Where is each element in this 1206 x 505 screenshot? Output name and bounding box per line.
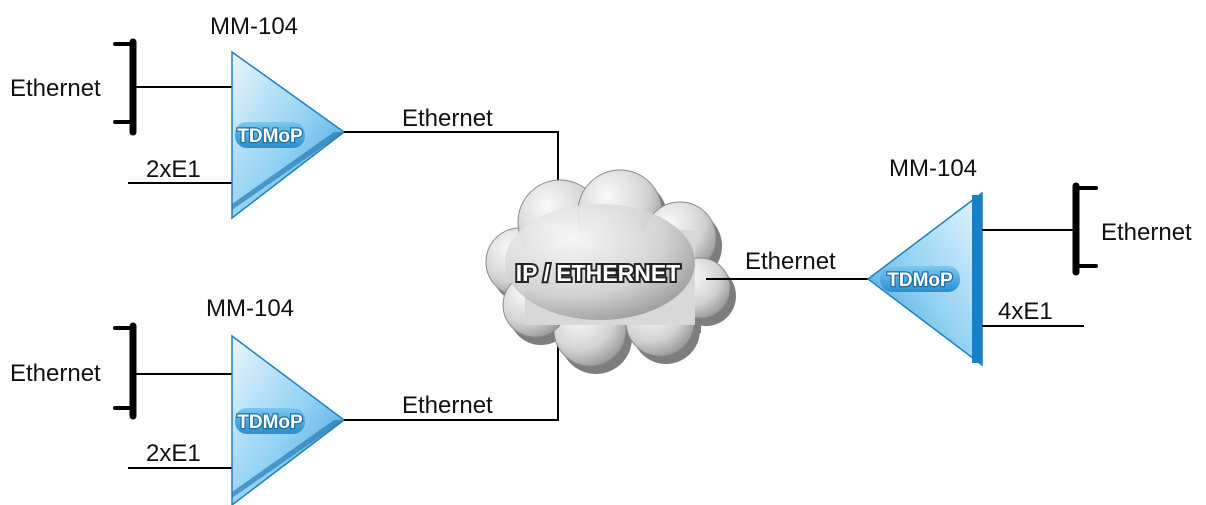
uplink-label: Ethernet <box>402 392 493 419</box>
ethernet-bus-icon <box>113 38 137 136</box>
device-model-label: MM-104 <box>210 13 298 40</box>
tdmop-badge-label: TDMoP <box>887 270 953 291</box>
tdmop-badge <box>880 266 960 292</box>
tdmop-badge-label: TDMoP <box>237 126 303 147</box>
uplink-link <box>344 335 559 421</box>
uplink-link <box>344 131 559 192</box>
tdm-label: 2xE1 <box>146 156 201 183</box>
tdmop-badge <box>235 122 305 148</box>
lan-label: Ethernet <box>10 75 101 102</box>
ethernet-bus-icon <box>113 322 137 420</box>
device-bottom-left: MM-104 Ethernet 2xE1 TDMoP Ethernet <box>10 295 559 505</box>
lan-label: Ethernet <box>1101 219 1192 246</box>
tdmop-badge <box>235 408 305 434</box>
tdm-label: 2xE1 <box>146 440 201 467</box>
tdm-label: 4xE1 <box>998 298 1053 325</box>
device-model-label: MM-104 <box>206 295 294 322</box>
ip-ethernet-cloud-icon <box>485 169 736 374</box>
device-model-label: MM-104 <box>889 155 977 182</box>
cloud-label: IP / ETHERNET <box>516 260 680 286</box>
lan-label: Ethernet <box>10 360 101 387</box>
uplink-label: Ethernet <box>402 105 493 132</box>
ethernet-bus-icon <box>1072 182 1098 276</box>
tdmop-badge-label: TDMoP <box>237 412 303 433</box>
device-top-left: MM-104 Ethernet 2xE1 TDMoP Ethernet <box>10 13 559 220</box>
device-right: MM-104 Ethernet TDMoP Ethernet 4xE1 <box>706 155 1192 367</box>
uplink-label: Ethernet <box>745 248 836 275</box>
